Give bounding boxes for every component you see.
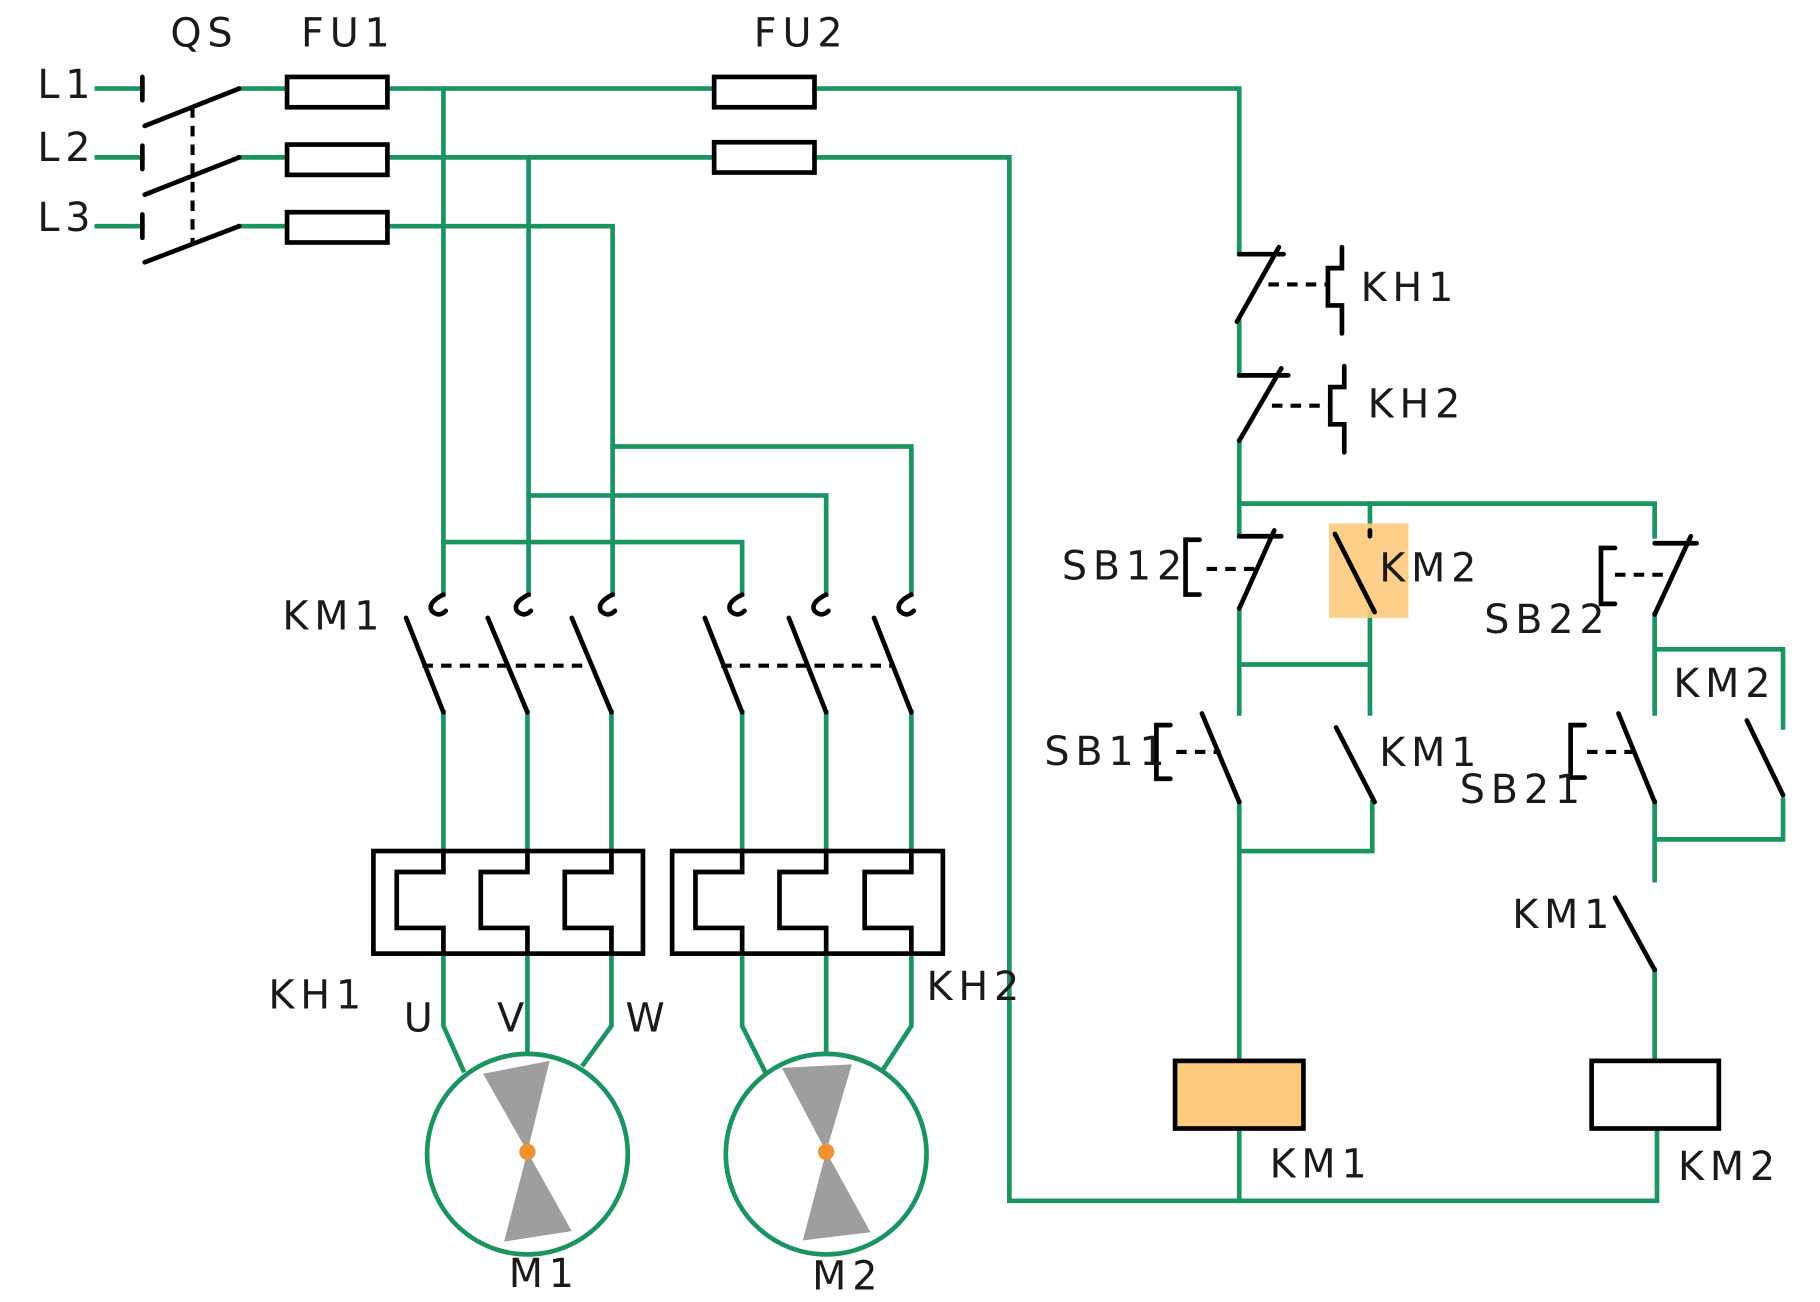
km1-hold-contact <box>1333 725 1377 805</box>
sb21-start-button <box>1568 711 1657 805</box>
labels: L1 L2 L3 QS FU1 FU2 KM1 KH1 KH2 U V W M1… <box>37 11 1781 1300</box>
label-kh1-ctrl: KH1 <box>1361 265 1460 311</box>
sb22-stop-button <box>1598 533 1700 617</box>
km2-hold-contact <box>1744 718 1786 798</box>
label-kh2-main: KH2 <box>927 964 1026 1010</box>
label-u: U <box>404 996 439 1042</box>
label-sb11: SB11 <box>1044 729 1170 775</box>
label-km1-coil: KM1 <box>1270 1141 1373 1187</box>
sb11-start-button <box>1154 711 1242 805</box>
label-km1-main: KM1 <box>282 594 385 640</box>
label-km1-hold: KM1 <box>1379 730 1482 776</box>
label-qs: QS <box>170 11 238 57</box>
label-km1-seq: KM1 <box>1512 892 1615 938</box>
km2-coil <box>1589 1058 1722 1131</box>
label-km2-coil: KM2 <box>1678 1144 1781 1190</box>
power-wires <box>94 86 1660 1204</box>
label-m2: M2 <box>812 1253 883 1299</box>
kh1-nc-contact <box>1234 244 1345 336</box>
motor-m1 <box>424 1051 631 1257</box>
label-v: V <box>497 996 530 1042</box>
fan-blade <box>781 1064 852 1152</box>
km1-main-contacts <box>403 592 618 715</box>
qs-switch <box>140 74 242 265</box>
label-m1: M1 <box>509 1251 580 1297</box>
fuses <box>284 74 817 245</box>
fan-blade <box>504 1151 572 1242</box>
label-fu2: FU2 <box>754 11 849 57</box>
label-sb21: SB21 <box>1460 767 1586 813</box>
label-l1: L1 <box>37 62 96 108</box>
sb12-stop-button <box>1183 528 1284 611</box>
label-l3: L3 <box>37 195 96 241</box>
label-km2-interlock: KM2 <box>1673 661 1776 707</box>
label-sb12: SB12 <box>1062 543 1188 589</box>
fan-blade <box>483 1060 550 1152</box>
rotor-center <box>519 1143 536 1160</box>
label-l2: L2 <box>37 125 96 171</box>
motor-m2 <box>723 1051 929 1257</box>
control-wires <box>1236 319 1786 1204</box>
km1-sequence-contact <box>1612 895 1657 973</box>
km2-main-contacts <box>702 592 917 715</box>
kh2-thermal-relay <box>669 848 946 956</box>
km1-coil <box>1172 1058 1306 1131</box>
label-kh2-ctrl: KH2 <box>1368 381 1467 427</box>
fan-blade <box>802 1151 871 1241</box>
label-kh1-main: KH1 <box>268 972 367 1018</box>
label-w: W <box>625 996 670 1042</box>
label-km2-nc: KM2 <box>1379 546 1482 592</box>
label-fu1: FU1 <box>301 11 396 57</box>
rotor-center <box>817 1143 835 1160</box>
kh1-thermal-relay <box>371 848 646 956</box>
kh2-nc-contact <box>1236 363 1347 455</box>
km2-nc-interlock <box>1329 523 1409 618</box>
label-sb22: SB22 <box>1484 597 1610 643</box>
